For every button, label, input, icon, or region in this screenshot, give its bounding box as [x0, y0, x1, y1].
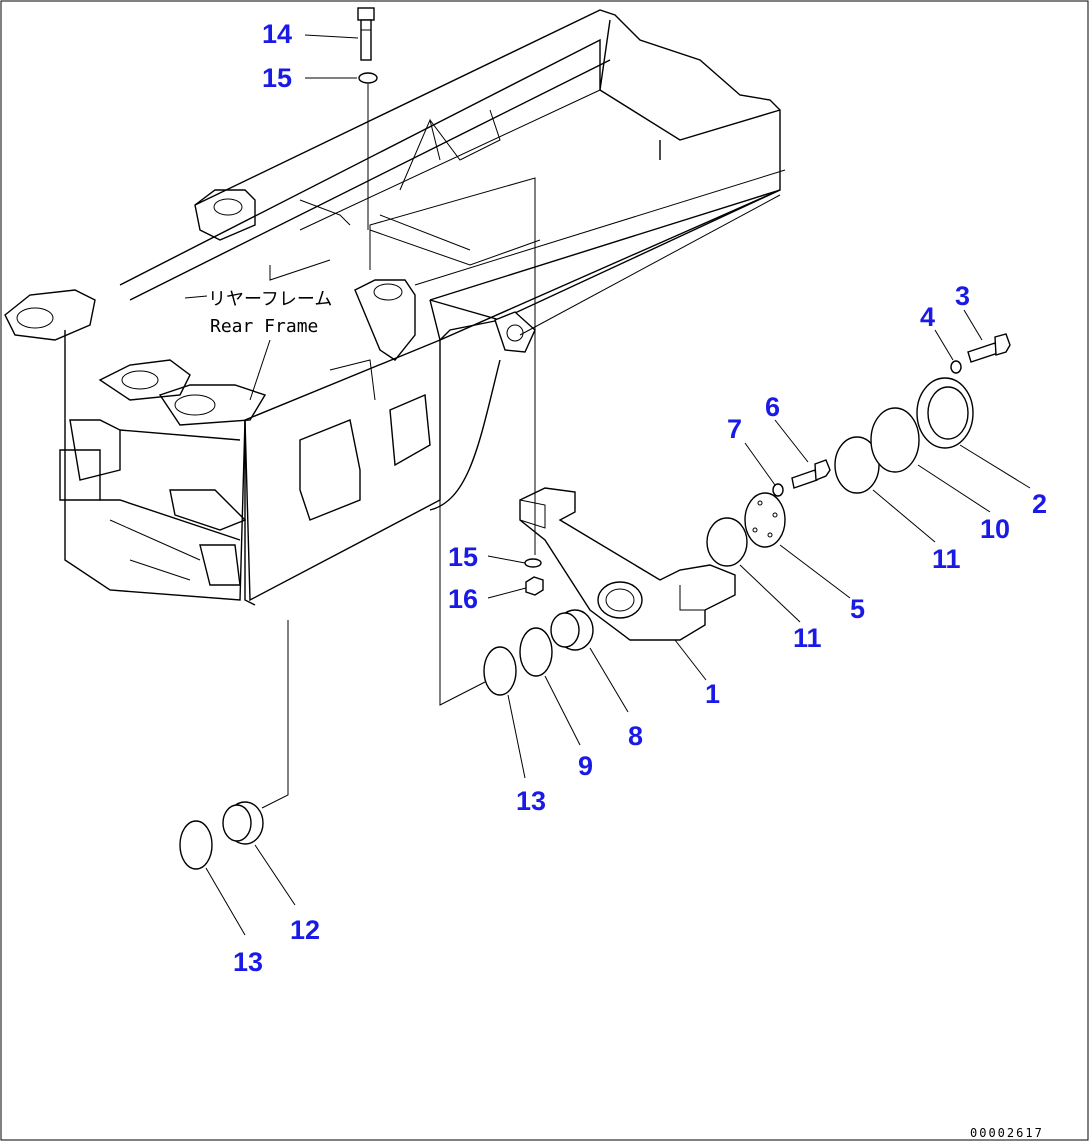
callout-numbers: 14 15 3 4 2 10 11 6 7 5 11 1 8 9 13 15 1… [233, 19, 1047, 977]
callout-1: 1 [705, 679, 720, 709]
callout-5: 5 [850, 594, 865, 624]
callout-14: 14 [262, 19, 292, 49]
part-5-plate [744, 492, 786, 548]
part-1-axle-support [519, 487, 736, 641]
callout-7: 7 [727, 414, 742, 444]
leader-lines [205, 34, 1031, 936]
part-3-bolt [967, 333, 1011, 363]
callout-10: 10 [980, 514, 1010, 544]
callout-13-upper: 13 [516, 786, 546, 816]
callout-11-right: 11 [932, 544, 961, 574]
assembly-lines [261, 169, 786, 809]
part-14-bolt [357, 7, 375, 61]
part-11-shim-b [834, 436, 880, 494]
frame-label-japanese: リヤーフレーム [208, 289, 332, 310]
part-13-o-ring-b [179, 820, 213, 870]
part-10-gasket [870, 407, 920, 473]
part-6-bolt [791, 459, 831, 489]
part-13-o-ring-a [483, 646, 517, 696]
part-15-washer-top [358, 72, 378, 84]
part-8-bushing [550, 609, 594, 651]
part-7-washer [772, 483, 784, 497]
callout-3: 3 [955, 281, 970, 311]
callout-15-top: 15 [262, 63, 292, 93]
callout-15-lower: 15 [448, 542, 478, 572]
rear-frame-label: リヤーフレーム Rear Frame [184, 289, 332, 401]
callout-12: 12 [290, 915, 320, 945]
part-11-shim-a [706, 517, 748, 567]
callout-11-left: 11 [793, 623, 822, 653]
drawing-code: 00002617 [970, 1126, 1044, 1140]
part-12-bushing [222, 801, 264, 845]
frame-label-english: Rear Frame [210, 316, 318, 337]
part-9-o-ring [519, 627, 553, 677]
part-16-nut [525, 576, 544, 596]
callout-9: 9 [578, 751, 593, 781]
callout-4: 4 [920, 302, 935, 332]
part-15-washer-lower [524, 558, 542, 568]
callout-8: 8 [628, 721, 643, 751]
callout-16: 16 [448, 584, 478, 614]
part-2-cover [916, 377, 974, 449]
rear-frame-drawing [4, 9, 781, 606]
callout-13-lower: 13 [233, 947, 263, 977]
callout-6: 6 [765, 392, 780, 422]
part-4-washer [950, 360, 962, 374]
callout-2: 2 [1032, 489, 1047, 519]
